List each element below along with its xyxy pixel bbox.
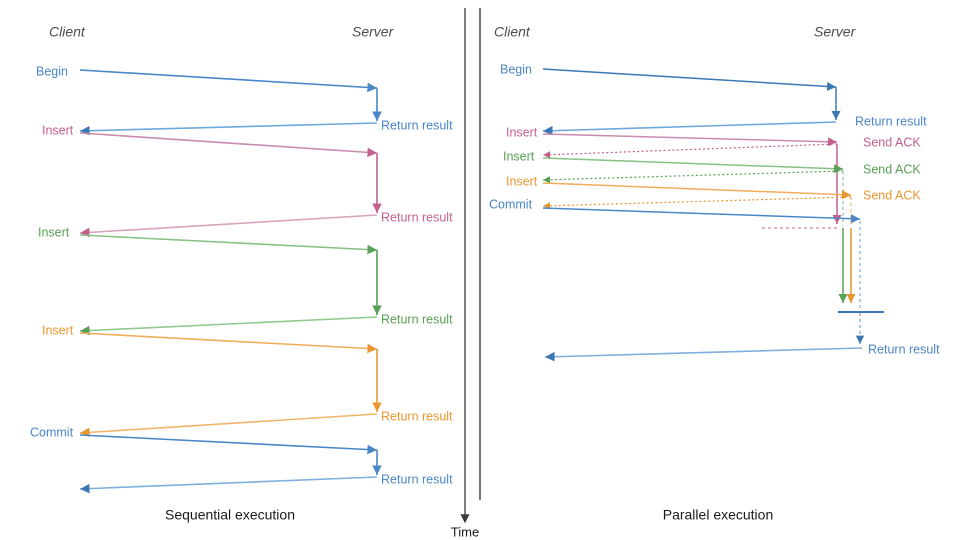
- right-return-1: Return result: [855, 114, 927, 128]
- time-axis-label: Time: [451, 524, 479, 539]
- right-panel-caption: Parallel execution: [663, 507, 774, 523]
- left-return-2: Return result: [381, 210, 453, 224]
- client-actor-right: Client: [494, 24, 531, 40]
- left-msg-begin: [79, 69, 382, 136]
- right-event-insert-1: Insert: [506, 125, 538, 139]
- right-msg-insert-2: [542, 157, 848, 303]
- left-event-insert-2: Insert: [38, 225, 70, 239]
- right-ack-3: Send ACK: [863, 188, 921, 202]
- left-event-insert-1: Insert: [42, 123, 74, 137]
- left-event-begin: Begin: [36, 64, 68, 78]
- left-msg-commit: [79, 434, 382, 494]
- right-msg-begin: [542, 68, 841, 136]
- right-msg-insert-3: [542, 182, 856, 303]
- right-event-begin: Begin: [500, 62, 532, 76]
- right-event-insert-2: Insert: [503, 149, 535, 163]
- left-msg-insert-3: [79, 332, 382, 438]
- left-msg-insert-2: [79, 234, 382, 336]
- left-return-1: Return result: [381, 118, 453, 132]
- right-return-2: Return result: [868, 342, 940, 356]
- client-actor-left: Client: [49, 24, 86, 40]
- server-actor-left: Server: [352, 24, 395, 40]
- left-return-4: Return result: [381, 409, 453, 423]
- right-ack-2: Send ACK: [863, 162, 921, 176]
- right-msg-insert-1: [542, 133, 842, 229]
- right-ack-1: Send ACK: [863, 135, 921, 149]
- left-return-3: Return result: [381, 312, 453, 326]
- right-event-commit: Commit: [489, 197, 533, 211]
- right-msg-return: [544, 313, 865, 362]
- right-event-insert-3: Insert: [506, 174, 538, 188]
- left-event-insert-3: Insert: [42, 323, 74, 337]
- left-event-commit: Commit: [30, 425, 74, 439]
- server-actor-right: Server: [814, 24, 857, 40]
- left-panel-sequential: [79, 69, 382, 494]
- left-panel-caption: Sequential execution: [165, 507, 295, 523]
- right-msg-commit: [542, 207, 861, 311]
- left-return-5: Return result: [381, 472, 453, 486]
- right-panel-parallel: [542, 68, 884, 362]
- left-msg-insert-1: [79, 132, 382, 238]
